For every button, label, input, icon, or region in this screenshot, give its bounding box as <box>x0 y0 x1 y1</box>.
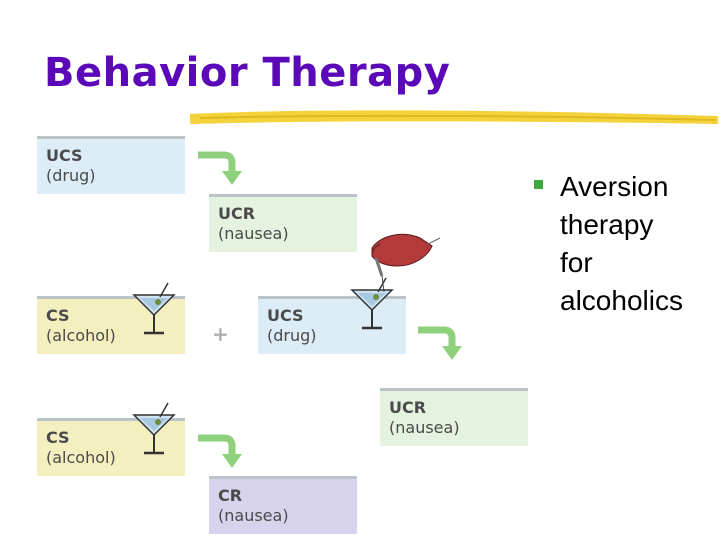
bullet-line: alcoholics <box>560 285 683 316</box>
nausea-label: (nausea) <box>389 418 460 437</box>
cr-nausea-box: CR (nausea) <box>209 476 357 534</box>
cs-label: CS <box>46 306 70 325</box>
square-bullet-icon <box>534 180 543 189</box>
martini-glass-icon <box>132 281 176 335</box>
ucs-label: UCS <box>46 146 83 165</box>
nausea-label: (nausea) <box>218 224 289 243</box>
bullet-item: Aversion therapy for alcoholics <box>560 168 683 320</box>
martini-glass-icon <box>132 401 176 455</box>
hand-with-syringe-icon <box>371 233 441 293</box>
alcohol-label: (alcohol) <box>46 326 116 345</box>
ucs-drug-box-1: UCS (drug) <box>37 136 185 194</box>
alcohol-label: (alcohol) <box>46 448 116 467</box>
plus-sign: + <box>212 322 229 346</box>
drug-label: (drug) <box>267 326 317 345</box>
drug-label: (drug) <box>46 166 96 185</box>
ucr-nausea-box-2: UCR (nausea) <box>380 388 528 446</box>
ucs-label: UCS <box>267 306 304 325</box>
bullet-line: therapy <box>560 209 654 240</box>
curved-arrow-icon <box>418 330 462 360</box>
curved-arrow-icon <box>198 438 242 468</box>
ucr-nausea-box-1: UCR (nausea) <box>209 194 357 252</box>
cs-label: CS <box>46 428 70 447</box>
slide-title: Behavior Therapy <box>44 50 451 96</box>
martini-glass-icon <box>350 276 394 330</box>
ucr-label: UCR <box>389 398 427 417</box>
nausea-label: (nausea) <box>218 506 289 525</box>
ucr-label: UCR <box>218 204 256 223</box>
curved-arrow-icon <box>198 155 242 185</box>
cr-label: CR <box>218 486 243 505</box>
bullet-line: Aversion <box>560 171 669 202</box>
ucs-drug-box-2: UCS (drug) <box>258 296 406 354</box>
bullet-line: for <box>560 247 593 278</box>
